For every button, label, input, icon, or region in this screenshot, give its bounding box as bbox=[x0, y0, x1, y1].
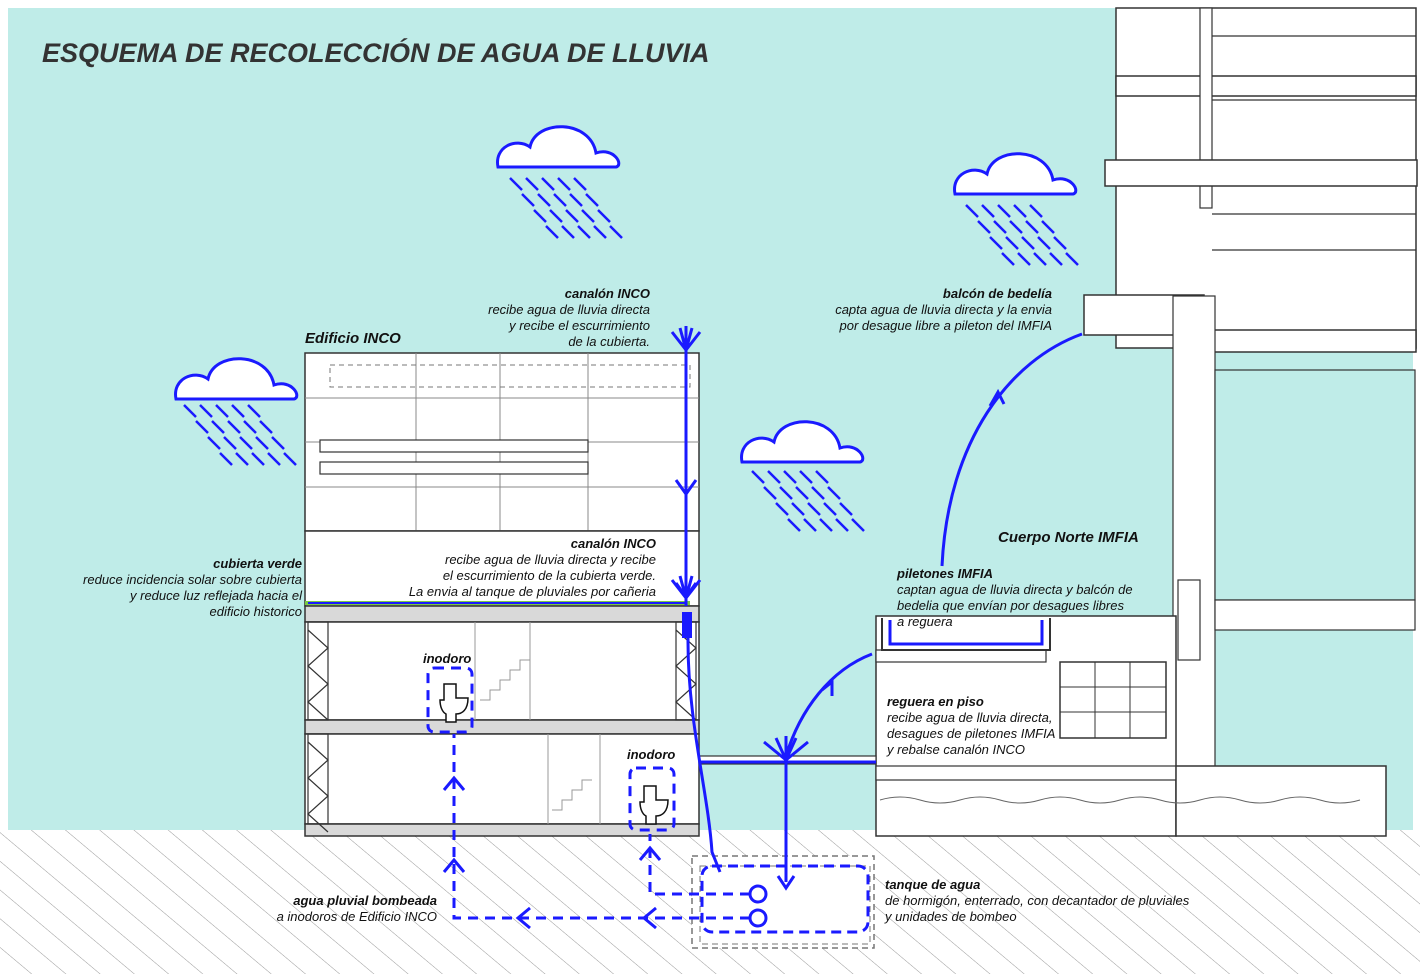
arrow-up-icon bbox=[638, 845, 662, 861]
label-line: desagues de piletones IMFIA bbox=[887, 726, 1055, 741]
water-tank bbox=[691, 855, 875, 949]
label-line: y unidades de bombeo bbox=[884, 909, 1017, 924]
label-title: canalón INCO bbox=[571, 536, 656, 551]
label-line: a inodoros de Edificio INCO bbox=[277, 909, 437, 924]
arrow-down-icon bbox=[988, 388, 1006, 407]
pileton-flow bbox=[784, 652, 873, 757]
pumped-water-lines bbox=[426, 666, 750, 920]
rain-cloud-icon bbox=[740, 420, 865, 532]
label-line: recibe agua de lluvia directa y recibe bbox=[445, 552, 656, 567]
label-line: de hormigón, enterrado, con decantador d… bbox=[885, 893, 1190, 908]
label-line: y reduce luz reflejada hacia el bbox=[129, 588, 303, 603]
label-title: balcón de bedelía bbox=[943, 286, 1052, 301]
arrow-down-icon bbox=[821, 678, 834, 696]
arrow-down-icon bbox=[776, 875, 796, 891]
imfia-window bbox=[1059, 661, 1167, 739]
label-line: capta agua de lluvia directa y la envia bbox=[835, 302, 1052, 317]
diagram-title: ESQUEMA DE RECOLECCIÓN DE AGUA DE LLUVIA bbox=[42, 37, 710, 68]
rain-cloud-icon bbox=[496, 125, 623, 239]
label-title: agua pluvial bombeada bbox=[293, 893, 437, 908]
arrow-left-icon bbox=[515, 906, 531, 930]
label-title: cubierta verde bbox=[213, 556, 302, 571]
piletones-basin bbox=[888, 620, 1044, 646]
label-line: de la cubierta. bbox=[568, 334, 650, 349]
label-title: reguera en piso bbox=[887, 694, 984, 709]
label-line: el escurrimiento de la cubierta verde. bbox=[443, 568, 656, 583]
label-line: recibe agua de lluvia directa, bbox=[887, 710, 1053, 725]
pipe-to-tank bbox=[686, 612, 722, 873]
arrow-down-icon bbox=[674, 479, 698, 497]
label-line: bedelia que envían por desagues libres bbox=[897, 598, 1124, 613]
water-flow-lines bbox=[308, 326, 1083, 891]
heading-edificio-inco: Edificio INCO bbox=[305, 330, 401, 347]
label-title: canalón INCO bbox=[565, 286, 650, 301]
arrow-left-icon bbox=[641, 906, 657, 930]
label-title: inodoro bbox=[627, 747, 675, 762]
arrow-up-icon bbox=[442, 775, 466, 791]
arrow-up-icon bbox=[442, 857, 466, 873]
label-title: piletones IMFIA bbox=[896, 566, 993, 581]
label-line: por desague libre a pileton del IMFIA bbox=[839, 318, 1052, 333]
label-line: y recibe el escurrimiento bbox=[508, 318, 650, 333]
heading-cuerpo-norte: Cuerpo Norte IMFIA bbox=[998, 529, 1139, 546]
rain-cloud-icon bbox=[174, 357, 299, 466]
label-line: recibe agua de lluvia directa bbox=[488, 302, 650, 317]
label-inodoro-2: inodoro bbox=[627, 747, 675, 762]
label-line: reduce incidencia solar sobre cubierta bbox=[83, 572, 302, 587]
pump-arrows bbox=[442, 775, 662, 930]
label-inodoro-1: inodoro bbox=[423, 651, 471, 666]
label-line: a reguera bbox=[897, 614, 953, 629]
label-line: y rebalse canalón INCO bbox=[886, 742, 1025, 757]
label-title: inodoro bbox=[423, 651, 471, 666]
balcon-flow bbox=[940, 332, 1083, 567]
label-line: La envia al tanque de pluviales por cañe… bbox=[409, 584, 656, 599]
edificio-inco bbox=[304, 352, 877, 837]
label-line: captan agua de lluvia directa y balcón d… bbox=[897, 582, 1133, 597]
label-title: tanque de agua bbox=[885, 877, 980, 892]
label-line: edificio historico bbox=[210, 604, 303, 619]
imfia-building bbox=[875, 7, 1418, 837]
rain-cloud-icon bbox=[953, 152, 1079, 266]
